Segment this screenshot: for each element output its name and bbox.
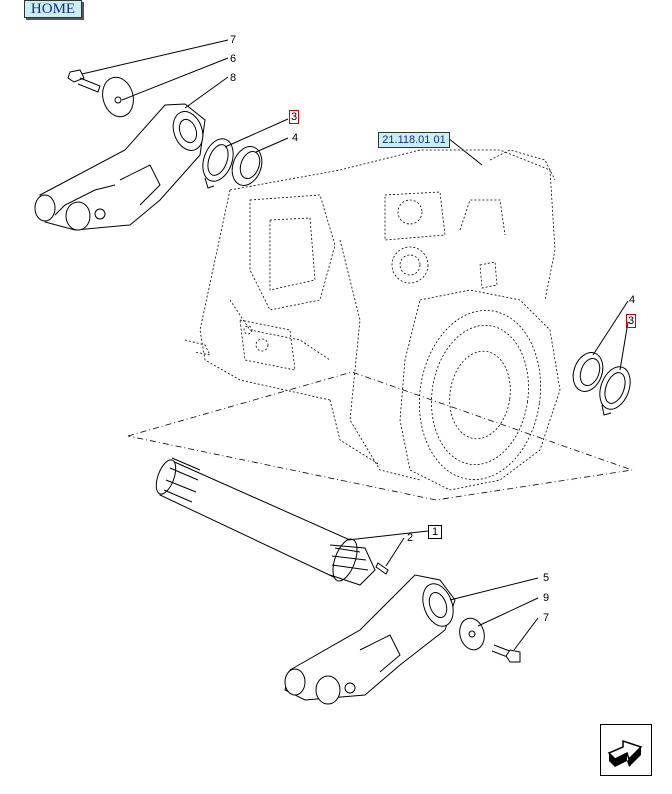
housing-ground-plane <box>127 371 633 501</box>
housing-reference-link[interactable]: 21.118.01 01 <box>378 132 450 148</box>
next-page-button[interactable] <box>600 724 652 776</box>
snap-ring-upper <box>202 138 234 189</box>
transmission-housing <box>184 149 561 491</box>
callout-5: 5 <box>543 572 550 584</box>
callout-9: 9 <box>543 592 550 604</box>
bolt-upper <box>67 69 101 93</box>
roll-pin <box>375 562 389 575</box>
bolt-lower <box>491 644 521 663</box>
callout-7-bottom: 7 <box>543 612 550 624</box>
callout-1[interactable]: 1 <box>428 525 443 539</box>
home-button[interactable]: HOME <box>24 0 82 18</box>
callout-4-left: 4 <box>292 132 299 144</box>
washer-lower <box>459 617 485 651</box>
splined-shaft <box>155 457 376 586</box>
washer-upper <box>102 76 134 118</box>
callout-4-right: 4 <box>629 294 636 306</box>
seal-right <box>572 352 604 392</box>
next-page-arrow-icon <box>607 739 643 767</box>
lift-arm-upper <box>34 103 206 231</box>
callout-8: 8 <box>230 72 237 84</box>
lift-arm-lower <box>284 574 456 705</box>
callout-3-right[interactable]: 3 <box>626 314 637 328</box>
snap-ring-right <box>599 366 631 416</box>
seal-upper <box>231 146 263 186</box>
callout-6: 6 <box>230 53 237 65</box>
callout-7-top: 7 <box>230 34 237 46</box>
callout-3-left[interactable]: 3 <box>289 110 300 124</box>
leader-lines <box>81 39 629 651</box>
callout-2: 2 <box>407 532 414 544</box>
